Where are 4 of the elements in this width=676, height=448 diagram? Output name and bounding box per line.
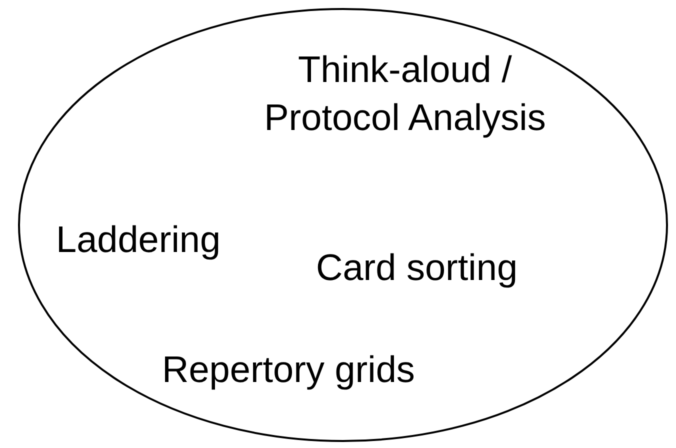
method-label: Laddering (56, 218, 221, 262)
method-label: Think-aloud / Protocol Analysis (263, 48, 547, 140)
method-label: Card sorting (316, 246, 518, 290)
method-label: Repertory grids (162, 348, 415, 392)
